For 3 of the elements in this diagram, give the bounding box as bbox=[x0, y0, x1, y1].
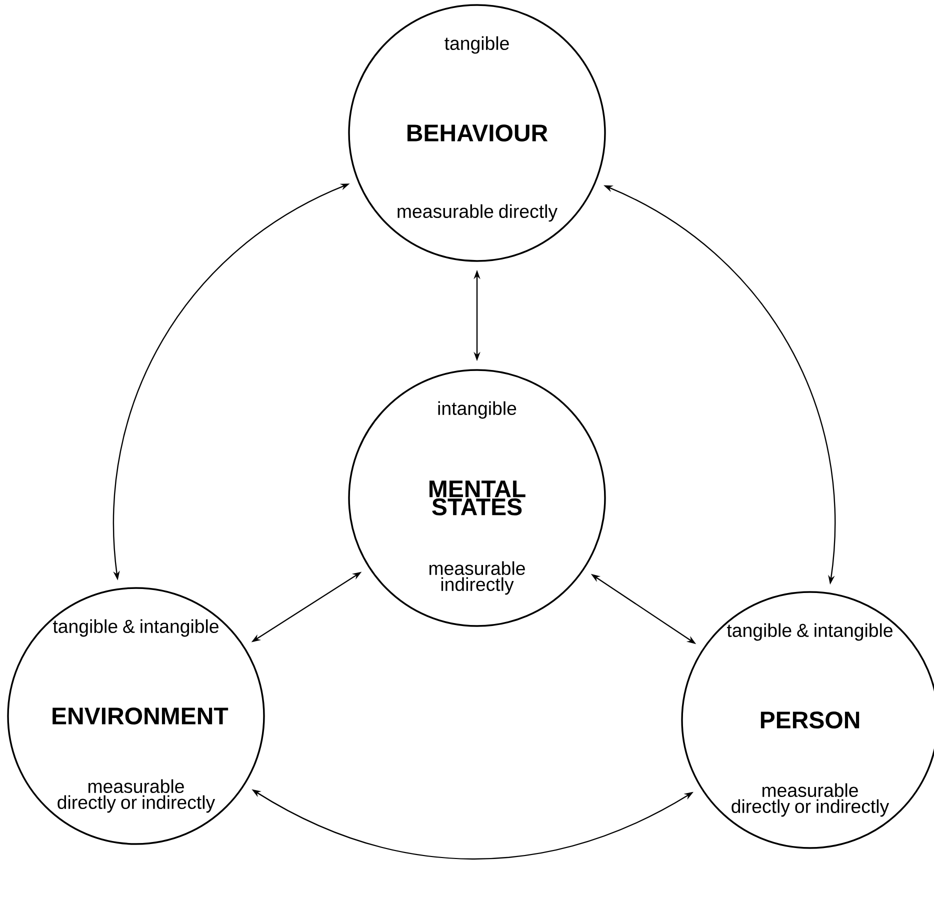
circle-node: tangible & intangible ENVIRONMENT measurable directly or indirectly bbox=[7, 587, 265, 845]
circle-node: tangible BEHAVIOUR measurable directly bbox=[348, 4, 606, 262]
circle-node: intangible MENTAL STATES measurable indirectly bbox=[348, 369, 606, 627]
